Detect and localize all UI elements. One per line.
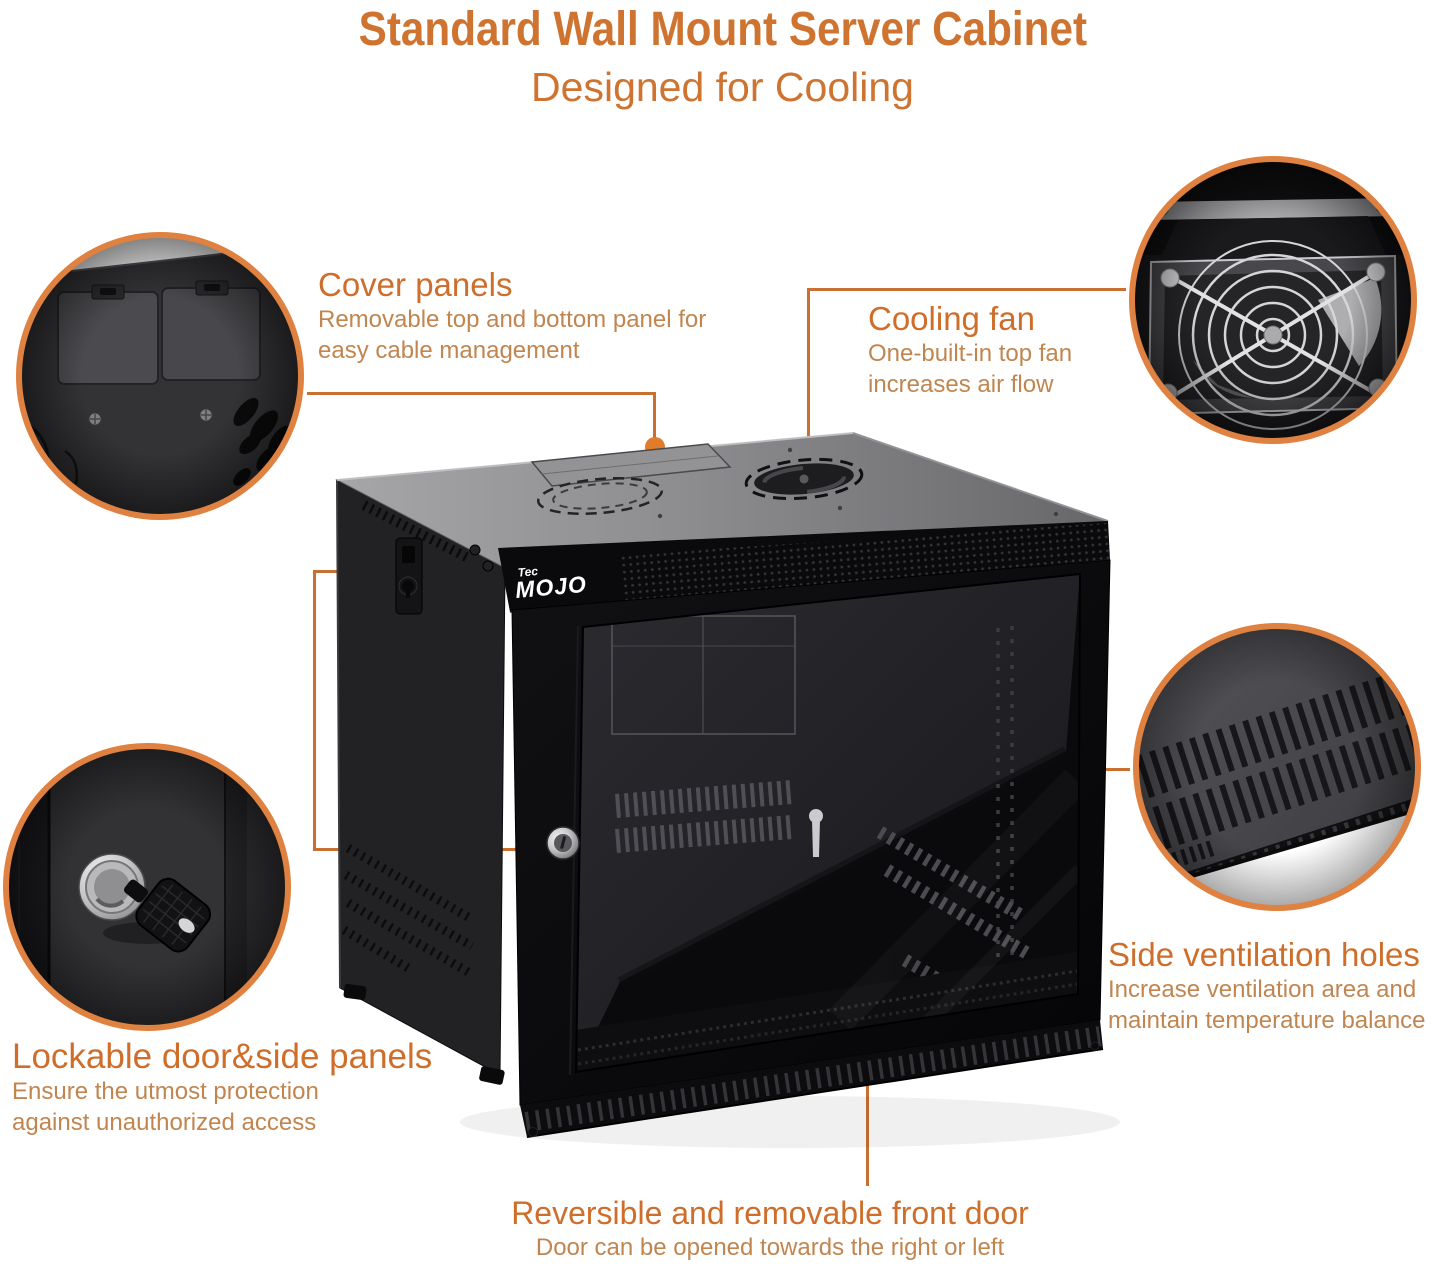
callout-circle-ring [1129,156,1417,444]
callout-title: Cover panels [318,266,513,303]
callout-circle-ring [1133,623,1421,911]
callout-cooling-fan: Cooling fan One-built-in top fan increas… [868,300,1072,400]
callout-desc-line: Ensure the utmost protection [12,1078,319,1105]
connector-line [653,392,656,449]
page-subtitle: Designed for Cooling [531,64,914,110]
connector-line [866,994,869,1186]
callout-title: Reversible and removable front door [511,1195,1029,1231]
cover-panels-photo [16,232,304,520]
callout-title: Side ventilation holes [1108,936,1420,973]
callout-desc-line: Increase ventilation area and [1108,976,1417,1003]
front-door-lock [546,826,580,860]
brand-line2: MOJO [514,571,588,603]
brand-line1: Tec [517,564,539,580]
callout-desc-line: easy cable management [318,337,580,364]
lock-photo [3,743,291,1031]
callout-desc-line: Door can be opened towards the right or … [535,1234,1005,1261]
callout-lockable: Lockable door&side panels Ensure the utm… [12,1038,432,1138]
header: Standard Wall Mount Server Cabinet Desig… [0,3,1445,111]
callout-desc-line: against unauthorized access [12,1109,317,1136]
callout-desc-line: maintain temperature balance [1108,1007,1426,1034]
side-ventilation-photo [1133,623,1421,911]
callout-cover-panels: Cover panels Removable top and bottom pa… [318,266,706,366]
callout-front-door: Reversible and removable front door Door… [420,1194,1120,1263]
connector-line [307,392,655,395]
callout-desc-line: increases air flow [868,371,1054,398]
callout-circle-ring [3,743,291,1031]
callout-desc-line: Removable top and bottom panel for [318,306,707,333]
page-title: Standard Wall Mount Server Cabinet [358,3,1087,56]
callout-circle-ring [16,232,304,520]
callout-desc-line: One-built-in top fan [868,340,1073,367]
connector-line [807,288,1126,291]
connector-line [807,288,810,459]
callout-title: Cooling fan [868,300,1035,337]
server-cabinet-illustration: Tec MOJO [335,432,1120,1148]
callout-title: Lockable door&side panels [12,1037,433,1076]
connector-line [313,570,316,851]
callout-side-ventilation: Side ventilation holes Increase ventilat… [1108,936,1426,1036]
brand-logo: Tec MOJO [514,564,588,603]
cooling-fan-photo [1129,156,1417,444]
